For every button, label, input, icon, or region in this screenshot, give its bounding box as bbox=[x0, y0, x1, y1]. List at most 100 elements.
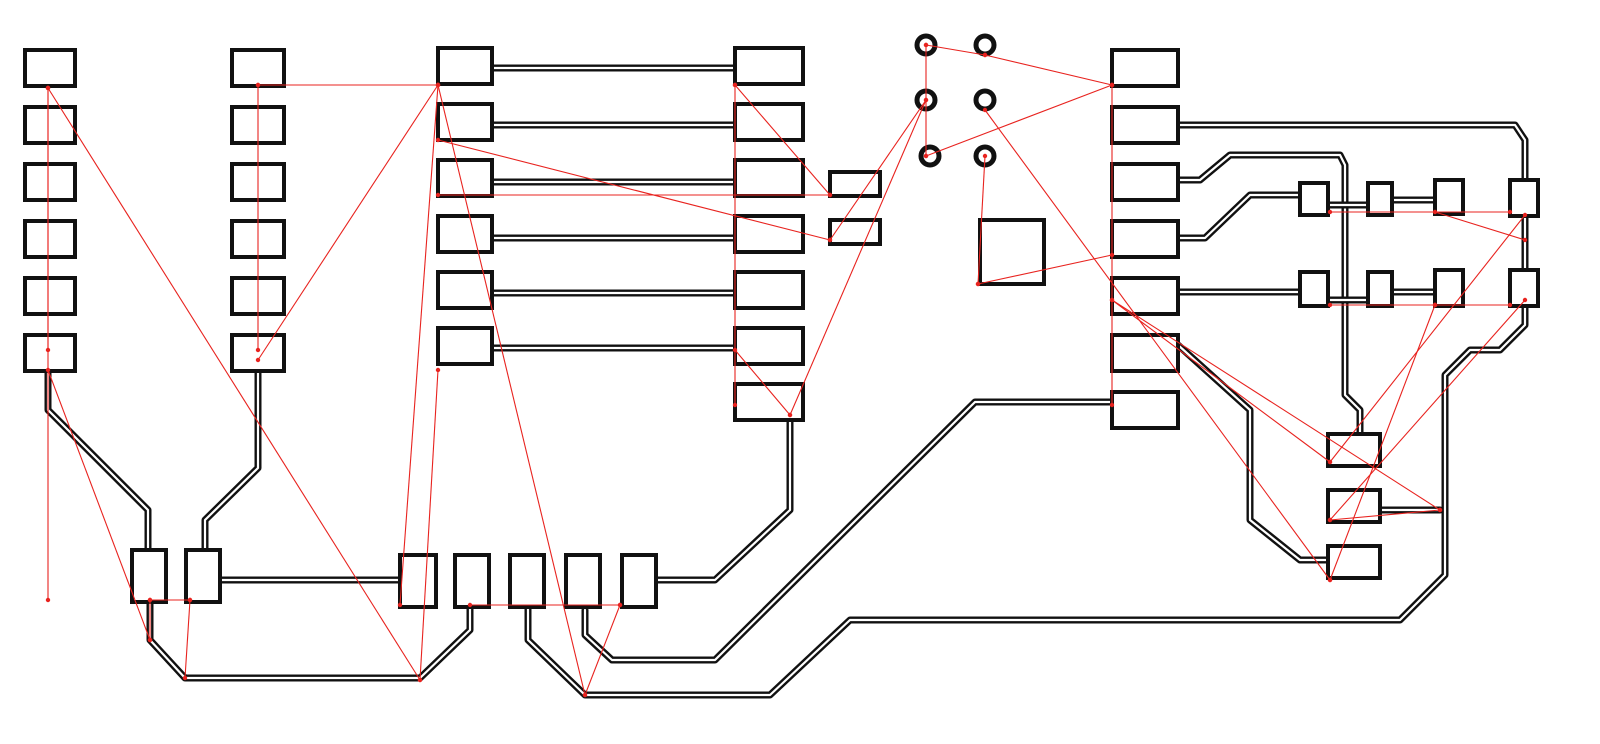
airwire-23 bbox=[984, 109, 1331, 581]
airwire-39-end-2 bbox=[582, 692, 588, 698]
header-c-pad-6 bbox=[1110, 333, 1180, 373]
airwire-30-end-2 bbox=[1522, 237, 1528, 243]
header-c-pad-4 bbox=[1110, 219, 1180, 259]
airwire-27-end-2 bbox=[1507, 209, 1513, 215]
airwire-11-end-1 bbox=[435, 192, 441, 198]
airwire-7 bbox=[399, 84, 439, 606]
row-right-pad-1 bbox=[733, 46, 805, 86]
row-right-pad-5 bbox=[733, 270, 805, 310]
airwire-34 bbox=[1329, 304, 1436, 581]
comp-pad-9 bbox=[1326, 432, 1382, 468]
row-left-pad-4 bbox=[436, 214, 494, 254]
row-left-pad-2 bbox=[436, 102, 494, 142]
comp-pad-1 bbox=[1298, 181, 1330, 217]
airwire-6 bbox=[257, 84, 439, 361]
airwire-39-end-1 bbox=[617, 602, 623, 608]
comp-pad-11 bbox=[1326, 544, 1382, 580]
header-c-pad-1 bbox=[1110, 48, 1180, 88]
airwire-7-end-2 bbox=[397, 602, 403, 608]
airwire-27-end-1 bbox=[1327, 209, 1333, 215]
large-square-pad bbox=[978, 218, 1046, 286]
airwire-12-end-2 bbox=[827, 192, 833, 198]
via-2 bbox=[973, 33, 997, 57]
airwire-26-end-1 bbox=[1109, 297, 1115, 303]
header-c-pad-7 bbox=[1110, 390, 1180, 430]
airwire-40 bbox=[47, 369, 151, 641]
trace-18 bbox=[1174, 341, 1334, 564]
trace-14 bbox=[1174, 121, 1529, 186]
airwire-17 bbox=[925, 44, 986, 56]
trace-15 bbox=[1174, 151, 1364, 444]
row-left-pad-6 bbox=[436, 326, 494, 366]
airwire-20 bbox=[925, 84, 1113, 157]
header-c-pad-2 bbox=[1110, 105, 1180, 145]
airwire-16 bbox=[829, 99, 927, 241]
airwire-1-end-2 bbox=[45, 597, 51, 603]
bottom-pad-2 bbox=[184, 548, 222, 604]
header-a-pad-3 bbox=[23, 162, 77, 202]
airwire-13-end-2 bbox=[732, 402, 738, 408]
airwire-9 bbox=[419, 369, 439, 681]
airwire-20-end-1 bbox=[923, 153, 929, 159]
airwire-31-end-2 bbox=[1522, 212, 1528, 218]
comp-pad-7 bbox=[1433, 268, 1465, 308]
via-5 bbox=[918, 144, 942, 168]
pads-layer bbox=[23, 46, 1540, 609]
comp-pad-4 bbox=[1508, 178, 1540, 218]
airwire-37-end-2 bbox=[182, 675, 188, 681]
airwire-28-end-1 bbox=[1327, 302, 1333, 308]
small-pad-2 bbox=[828, 218, 882, 246]
header-a-pad-4 bbox=[23, 219, 77, 259]
airwire-37-end-1 bbox=[187, 597, 193, 603]
airwire-6-end-1 bbox=[255, 357, 261, 363]
airwire-3-end-2 bbox=[45, 347, 51, 353]
airwire-4-end-2 bbox=[255, 347, 261, 353]
airwire-34-end-1 bbox=[1327, 577, 1333, 583]
bottom-pad-3 bbox=[398, 553, 438, 609]
airwire-21-end-1 bbox=[982, 153, 988, 159]
airwire-23-end-1 bbox=[982, 107, 988, 113]
header-a-pad-2 bbox=[23, 105, 77, 145]
row-right-pad-4 bbox=[733, 214, 805, 254]
airwire-24-end-1 bbox=[1109, 82, 1115, 88]
trace-12 bbox=[524, 296, 1529, 699]
airwire-40-end-1 bbox=[45, 367, 51, 373]
airwire-14 bbox=[734, 349, 791, 416]
airwire-3-end-1 bbox=[45, 85, 51, 91]
bottom-pad-7 bbox=[620, 553, 658, 609]
airwire-9-end-2 bbox=[417, 677, 423, 683]
airwire-8-end-1 bbox=[435, 82, 441, 88]
airwire-31-end-1 bbox=[1327, 459, 1333, 465]
airwire-18-end-1 bbox=[982, 52, 988, 58]
airwire-40-end-2 bbox=[147, 637, 153, 643]
airwire-10 bbox=[437, 139, 831, 241]
airwire-39 bbox=[584, 604, 621, 696]
airwire-22 bbox=[977, 254, 1113, 285]
airwire-33-end-1 bbox=[1327, 517, 1333, 523]
airwire-18 bbox=[984, 54, 1113, 86]
row-right-pad-3 bbox=[733, 158, 805, 198]
via-4 bbox=[973, 88, 997, 112]
row-right-pad-2 bbox=[733, 102, 805, 142]
trace-2 bbox=[201, 356, 262, 559]
row-right-pad-6 bbox=[733, 326, 805, 366]
header-b-pad-1 bbox=[230, 48, 286, 88]
airwire-32 bbox=[1329, 509, 1441, 521]
airwire-5-end-1 bbox=[255, 82, 261, 88]
airwire-34-end-2 bbox=[1432, 302, 1438, 308]
bottom-pad-5 bbox=[508, 553, 546, 609]
comp-pad-2 bbox=[1366, 181, 1394, 217]
row-left-pad-1 bbox=[436, 46, 494, 86]
traces-layer bbox=[44, 64, 1529, 699]
trace-13 bbox=[581, 398, 1119, 664]
header-c-pad-3 bbox=[1110, 162, 1180, 202]
comp-pad-5 bbox=[1298, 270, 1330, 308]
airwire-15 bbox=[789, 99, 927, 416]
airwire-8 bbox=[437, 84, 586, 696]
airwire-33-end-2 bbox=[1522, 297, 1528, 303]
header-a-pad-5 bbox=[23, 276, 77, 316]
airwire-22-end-1 bbox=[975, 281, 981, 287]
trace-1 bbox=[44, 366, 152, 559]
airwire-10-end-1 bbox=[435, 137, 441, 143]
